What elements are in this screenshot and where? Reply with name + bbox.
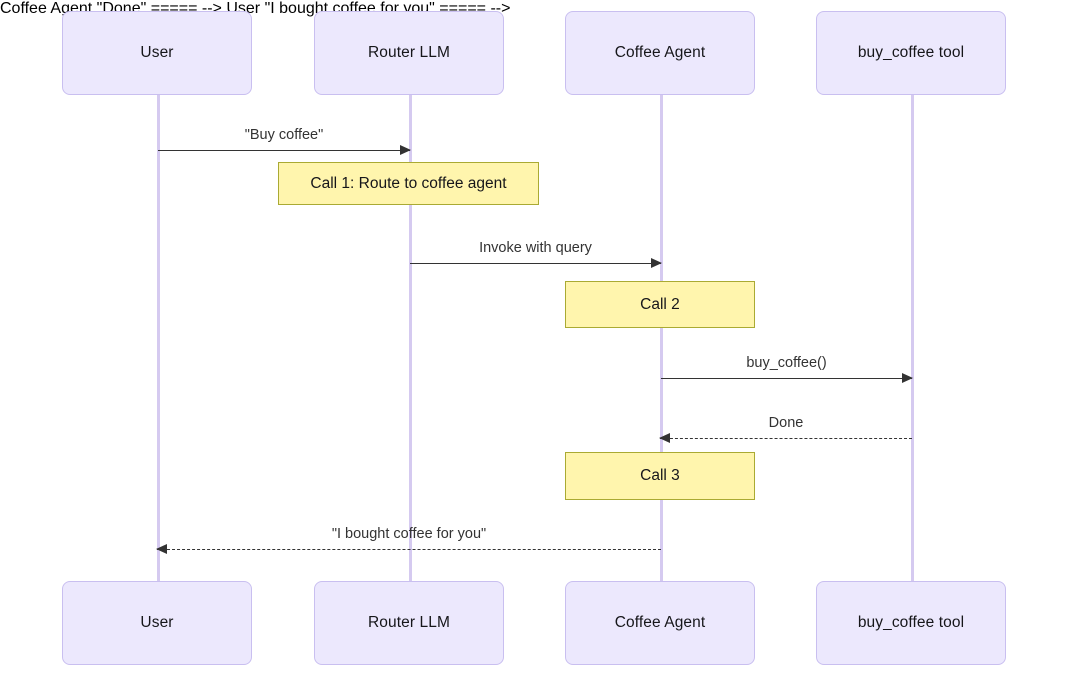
participant-box-router-llm-bottom[interactable]: Router LLM	[314, 581, 504, 665]
arrowhead-right-icon	[902, 372, 913, 383]
message-label-i-bought-coffee-for-you: "I bought coffee for you"	[331, 526, 487, 542]
participant-box-router-llm-top[interactable]: Router LLM	[314, 11, 504, 95]
message-line-buy-coffee	[158, 150, 410, 151]
note-label-call-1: Call 1: Route to coffee agent	[310, 174, 507, 192]
participant-label-user-top: User	[140, 44, 174, 61]
message-line-done	[660, 438, 912, 439]
participant-label-coffee-agent-bottom: Coffee Agent	[614, 614, 706, 631]
arrowhead-right-icon	[651, 257, 662, 268]
message-line-buy-coffee-call	[661, 378, 912, 379]
participant-box-coffee-agent-bottom[interactable]: Coffee Agent	[565, 581, 755, 665]
participant-label-user-bottom: User	[140, 614, 174, 631]
participant-label-router-llm-bottom: Router LLM	[368, 614, 450, 631]
lifeline-user	[157, 95, 160, 581]
note-label-call-2: Call 2	[640, 295, 680, 313]
message-label-invoke-with-query: Invoke with query	[479, 240, 592, 256]
message-line-invoke-with-query	[410, 263, 661, 264]
note-call-2[interactable]: Call 2	[565, 281, 755, 328]
participant-label-buy-coffee-tool-bottom: buy_coffee tool	[857, 614, 965, 631]
note-label-call-3: Call 3	[640, 467, 680, 484]
message-label-buy-coffee: "Buy coffee"	[244, 127, 324, 143]
participant-box-coffee-agent-top[interactable]: Coffee Agent	[565, 11, 755, 95]
note-call-1[interactable]: Call 1: Route to coffee agent	[278, 162, 539, 205]
note-call-3[interactable]: Call 3	[565, 452, 755, 500]
participant-box-user-top[interactable]: User	[62, 11, 252, 95]
lifeline-coffee-agent	[660, 95, 663, 581]
participant-label-router-llm-top: Router LLM	[368, 44, 450, 61]
participant-label-buy-coffee-tool-top: buy_coffee tool	[857, 44, 965, 61]
participant-box-buy-coffee-tool-top[interactable]: buy_coffee tool	[816, 11, 1006, 95]
lifeline-buy-coffee-tool	[911, 95, 914, 581]
participant-box-buy-coffee-tool-bottom[interactable]: buy_coffee tool	[816, 581, 1006, 665]
participant-box-user-bottom[interactable]: User	[62, 581, 252, 665]
arrowhead-left-icon	[156, 543, 167, 554]
arrowhead-right-icon	[400, 144, 411, 155]
arrowhead-left-icon	[659, 432, 670, 443]
message-label-buy-coffee-call: buy_coffee()	[746, 355, 827, 371]
participant-label-coffee-agent-top: Coffee Agent	[614, 44, 706, 61]
message-line-i-bought-coffee-for-you	[157, 549, 661, 550]
lifeline-router-llm	[409, 95, 412, 581]
message-label-done: Done	[768, 415, 804, 431]
